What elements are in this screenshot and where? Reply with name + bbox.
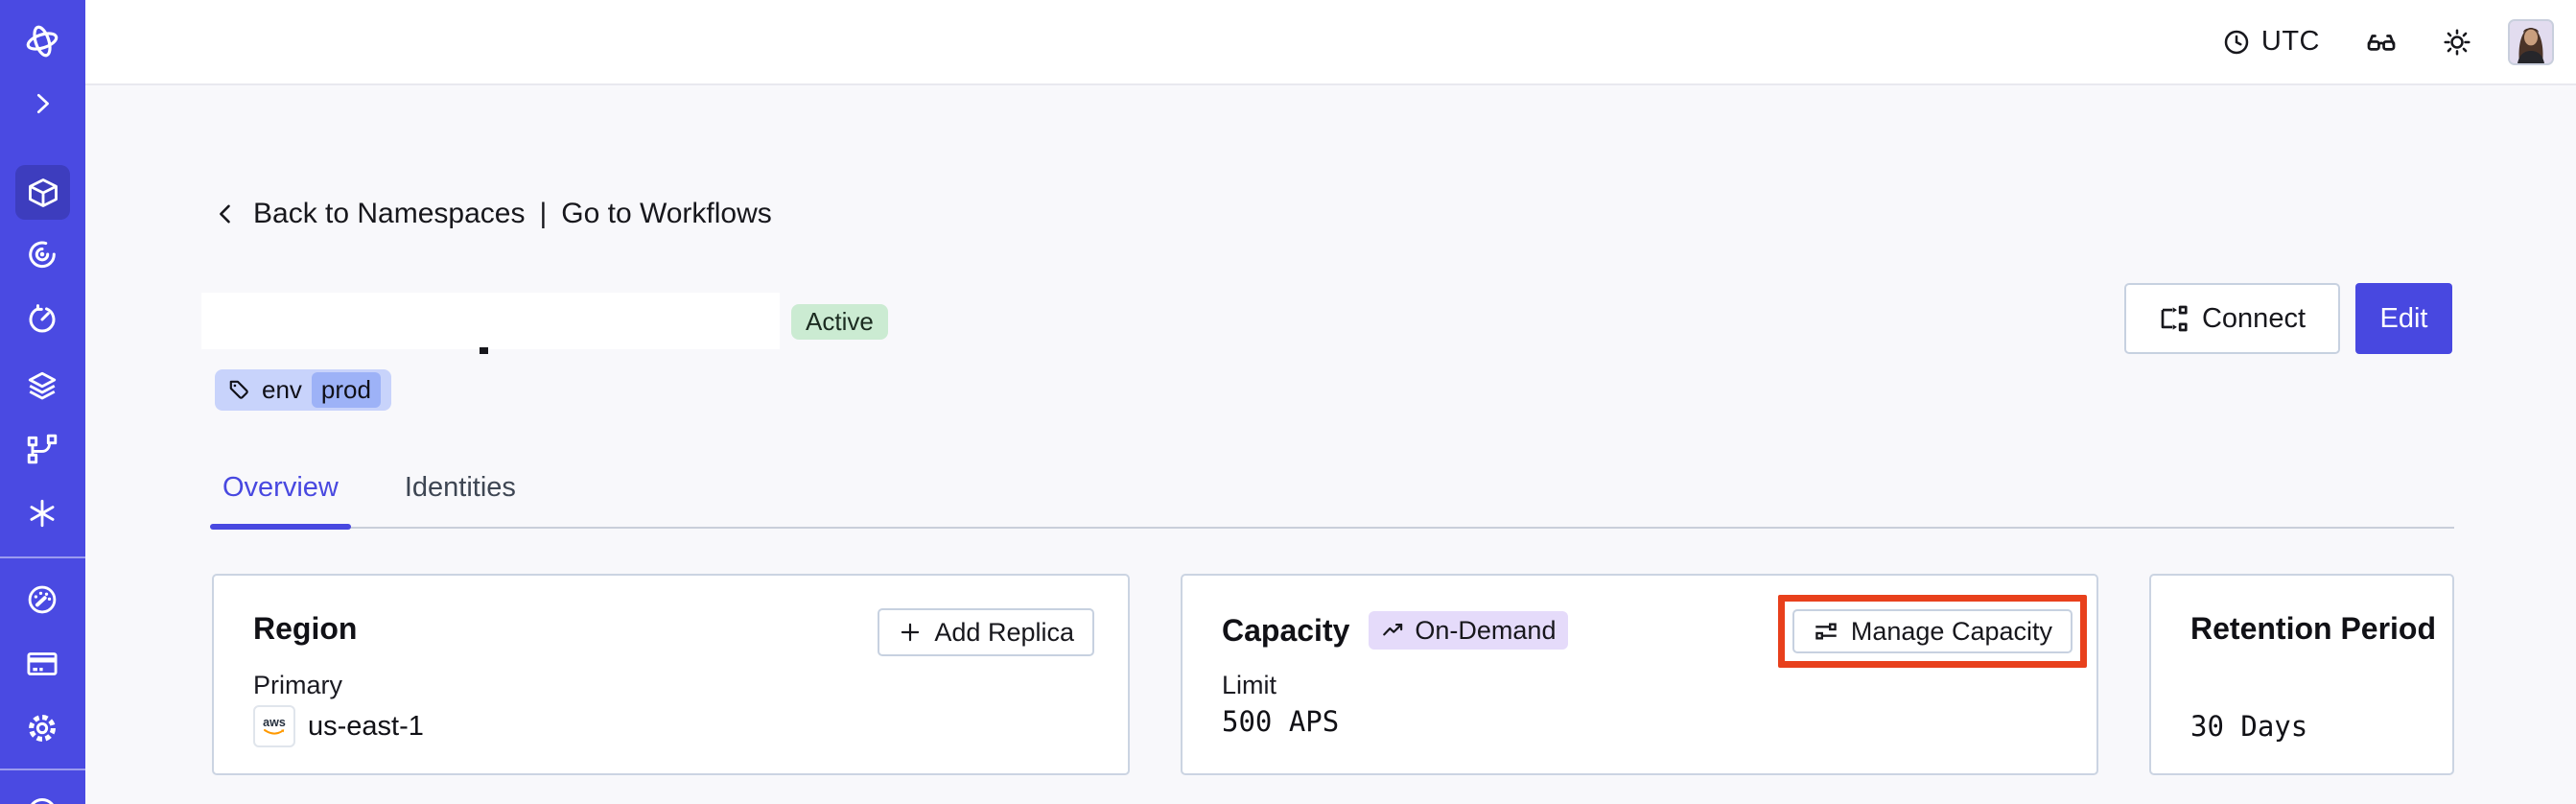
sidebar-item-workflows[interactable] — [21, 233, 63, 275]
status-badge: Active — [791, 304, 888, 340]
active-tab-underline — [210, 524, 351, 530]
aws-logo-icon: aws — [253, 705, 295, 747]
capacity-title-text: Capacity — [1222, 612, 1350, 648]
manage-capacity-button[interactable]: Manage Capacity — [1791, 609, 2073, 653]
workflow-spiral-icon — [29, 241, 56, 269]
main-content: Back to Namespaces | Go to Workflows Act… — [85, 85, 2576, 804]
breadcrumb-back-link[interactable]: Back to Namespaces — [253, 198, 526, 229]
capacity-value-row: 500 APS — [1222, 705, 1339, 738]
capacity-card-title: Capacity On-Demand — [1222, 611, 1569, 650]
temporal-logo-icon — [26, 25, 59, 58]
topbar: UTC — [85, 0, 2576, 85]
connect-button-label: Connect — [2201, 302, 2306, 334]
namespace-title-redaction — [201, 293, 780, 349]
clock-icon — [2224, 30, 2249, 54]
topbar-cluster: UTC — [2222, 18, 2554, 65]
retention-value: 30 Days — [2190, 710, 2308, 743]
branch-icon — [27, 434, 58, 464]
tab-overview-label: Overview — [222, 472, 339, 503]
namespace-tag[interactable]: env prod — [215, 369, 391, 411]
aws-logo: aws — [263, 716, 286, 735]
manage-capacity-label: Manage Capacity — [1850, 616, 2052, 646]
sidebar-item-namespaces[interactable] — [15, 165, 70, 220]
sidebar-divider — [0, 769, 85, 770]
region-value: us-east-1 — [308, 710, 424, 742]
tab-overview[interactable]: Overview — [210, 461, 351, 530]
edit-button[interactable]: Edit — [2355, 283, 2452, 354]
trend-up-icon — [1383, 623, 1403, 636]
timezone-selector[interactable]: UTC — [2222, 26, 2320, 58]
add-replica-button[interactable]: Add Replica — [878, 608, 1094, 656]
labs-toggle-button[interactable] — [2365, 26, 2398, 59]
sliders-icon — [1815, 623, 1837, 640]
retention-card-title: Retention Period — [2190, 611, 2437, 646]
tab-identities[interactable]: Identities — [394, 461, 527, 527]
glasses-icon — [2367, 34, 2396, 51]
sun-icon — [2444, 28, 2471, 56]
breadcrumb: Back to Namespaces | Go to Workflows — [212, 198, 772, 230]
region-value-row: aws us-east-1 — [253, 705, 424, 747]
capacity-value: 500 APS — [1222, 705, 1340, 738]
back-chevron-icon[interactable] — [212, 201, 239, 227]
connect-icon — [2161, 305, 2188, 332]
annotation-highlight-box: Manage Capacity — [1777, 595, 2087, 668]
circle-account-icon — [31, 798, 54, 804]
sidebar-divider — [0, 556, 85, 558]
sidebar-item-home[interactable] — [21, 20, 63, 62]
sidebar-expand-button[interactable] — [21, 83, 63, 125]
breadcrumb-workflows-link[interactable]: Go to Workflows — [561, 198, 772, 229]
sidebar-item-settings[interactable] — [21, 707, 63, 749]
edit-button-label: Edit — [2379, 302, 2428, 334]
sidebar-item-schedules[interactable] — [21, 298, 63, 341]
sidebar-item-usage[interactable] — [21, 579, 63, 621]
retention-card: Retention Period 30 Days — [2149, 574, 2454, 775]
sidebar-item-batch-operations[interactable] — [21, 492, 63, 534]
credit-card-icon — [27, 652, 58, 675]
theme-toggle-button[interactable] — [2442, 27, 2472, 58]
gear-icon — [29, 715, 56, 742]
ondemand-badge-label: On-Demand — [1415, 615, 1557, 645]
sidebar-item-account[interactable] — [21, 789, 63, 804]
tab-identities-label: Identities — [404, 472, 516, 503]
timezone-label: UTC — [2260, 26, 2320, 57]
tag-key: env — [262, 375, 302, 404]
primary-label: Primary — [253, 671, 342, 699]
sidebar-item-deployments[interactable] — [21, 365, 63, 407]
sidebar — [0, 0, 85, 804]
user-avatar[interactable] — [2508, 18, 2554, 65]
schedule-clock-icon — [29, 304, 56, 333]
chevron-right-icon — [36, 93, 49, 114]
ondemand-badge: On-Demand — [1369, 611, 1569, 650]
header-actions: Connect Edit — [2124, 283, 2452, 354]
limit-label: Limit — [1222, 671, 1277, 699]
status-badge-label: Active — [806, 307, 874, 336]
breadcrumb-separator: | — [539, 198, 548, 229]
tag-icon — [229, 380, 248, 399]
gauge-icon — [28, 585, 57, 614]
add-replica-label: Add Replica — [934, 617, 1074, 647]
asterisk-icon — [30, 499, 55, 528]
sidebar-item-nexus[interactable] — [21, 428, 63, 470]
region-card: Region Add Replica Primary aws us-east-1 — [212, 574, 1130, 775]
region-card-title: Region — [253, 611, 358, 646]
layers-icon — [28, 371, 57, 400]
connect-button[interactable]: Connect — [2124, 283, 2340, 354]
svg-text:aws: aws — [263, 716, 286, 729]
capacity-card: Capacity On-Demand Manage Capacity — [1181, 574, 2098, 775]
tag-value-chip: prod — [311, 372, 381, 408]
avatar-image — [2510, 20, 2552, 63]
cube-icon — [28, 177, 58, 207]
namespace-title-fragment — [480, 347, 488, 354]
sidebar-item-billing[interactable] — [21, 643, 63, 685]
tab-bar: Overview Identities — [210, 461, 2454, 530]
plus-icon — [902, 623, 920, 642]
